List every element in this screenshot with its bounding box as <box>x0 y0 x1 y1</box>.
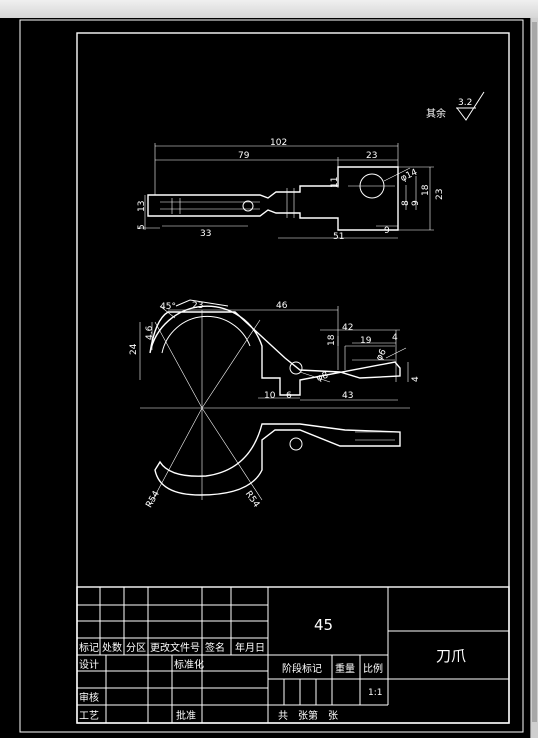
top-view <box>138 143 434 239</box>
vertical-scrollbar[interactable] <box>530 18 538 738</box>
tb-review: 审核 <box>79 691 99 704</box>
dim-phi14: φ14 <box>399 168 419 185</box>
tb-header-4: 签名 <box>205 641 225 654</box>
tb-process: 工艺 <box>79 710 99 722</box>
outer-frame <box>19 19 524 733</box>
roughness-value: 3.2 <box>458 98 472 108</box>
dim-42: 42 <box>342 323 353 333</box>
roughness-symbol: 其余 3.2 <box>426 91 485 121</box>
dim-46: 46 <box>276 301 288 311</box>
tb-header-2: 分区 <box>126 642 146 654</box>
dim-79: 79 <box>238 151 250 161</box>
dim-51: 51 <box>333 232 344 242</box>
tb-scale-value: 1:1 <box>368 688 382 698</box>
dim-23-top: 23 <box>366 151 377 161</box>
dim-r54-right: R54 <box>243 489 262 509</box>
dim-4-6: 4.6 <box>145 325 155 340</box>
dim-8: 8 <box>401 200 411 206</box>
tb-weight: 重量 <box>335 662 355 675</box>
tb-sheets: 共 张第 张 <box>278 709 338 722</box>
tb-standardize: 标准化 <box>174 658 204 671</box>
tb-header-1: 处数 <box>102 641 122 654</box>
dim-11: 11 <box>330 177 340 188</box>
dim-6: 6 <box>286 391 292 401</box>
dim-23-front: 23 <box>192 301 203 311</box>
tb-scale: 比例 <box>363 662 383 675</box>
dim-18: 18 <box>421 184 431 196</box>
dim-19: 19 <box>360 336 372 346</box>
tb-header-5: 年月日 <box>235 641 265 654</box>
dim-13: 13 <box>137 201 147 212</box>
dim-r54-left: R54 <box>144 489 162 510</box>
tb-material: 45 <box>314 616 333 634</box>
dim-5: 5 <box>137 224 147 230</box>
dim-23-vert: 23 <box>435 189 445 200</box>
dim-18-front: 18 <box>327 334 337 346</box>
inner-frame <box>76 32 510 724</box>
roughness-prefix: 其余 <box>426 107 446 120</box>
dim-4-side: 4 <box>411 376 421 382</box>
dim-10: 10 <box>264 391 276 401</box>
dim-33: 33 <box>200 229 211 239</box>
dim-102: 102 <box>270 138 287 148</box>
tb-stage-mark: 阶段标记 <box>282 662 322 675</box>
dim-9-horiz: 9 <box>384 226 390 236</box>
tb-header-3: 更改文件号 <box>150 641 200 654</box>
tb-header-0: 标记 <box>79 642 99 654</box>
dim-43: 43 <box>342 391 353 401</box>
front-view <box>139 299 410 506</box>
dim-24: 24 <box>129 343 139 355</box>
dim-9-vert: 9 <box>411 200 421 206</box>
dim-phi6: φ6 <box>374 347 389 362</box>
tb-approve: 批准 <box>176 709 196 722</box>
tb-part-name: 刀爪 <box>436 647 466 665</box>
dim-phi8: φ8 <box>315 370 330 383</box>
dim-4-top: 4 <box>392 333 398 343</box>
tb-design: 设计 <box>79 658 99 671</box>
title-block <box>76 586 510 724</box>
dim-45deg: 45° <box>160 302 176 312</box>
scroll-thumb[interactable] <box>532 22 537 722</box>
